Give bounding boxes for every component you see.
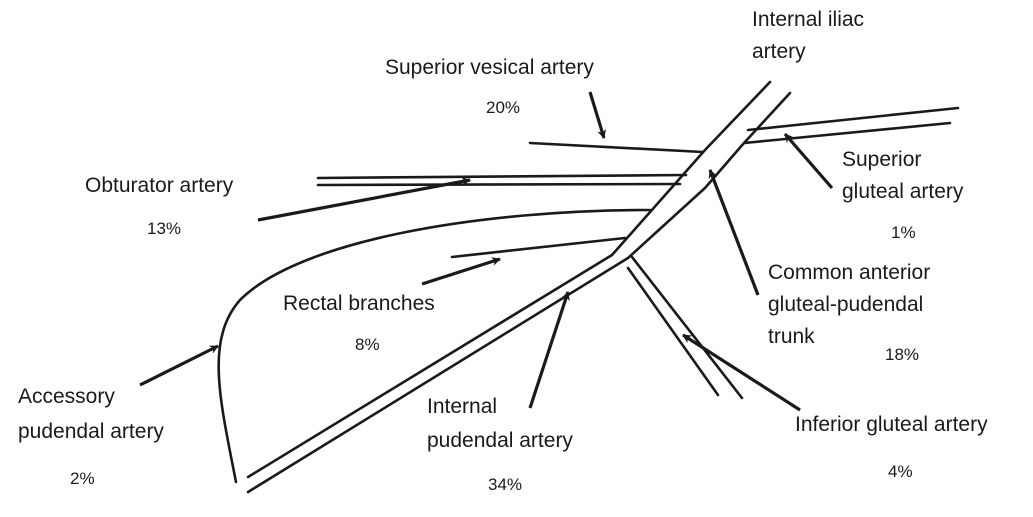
inferior-gluteal-artery xyxy=(626,266,720,397)
obturator-artery-lower-wall xyxy=(316,182,682,187)
inferior-gluteal-label: Inferior gluteal artery xyxy=(795,413,988,436)
obturator-arrow xyxy=(257,177,471,222)
inferior-gluteal-arrow xyxy=(682,333,801,412)
rectal-branches-label: Rectal branches xyxy=(283,292,435,315)
superior-gluteal-label-line1: Superior xyxy=(842,148,922,171)
inferior-gluteal-artery-right-wall xyxy=(630,255,744,400)
common-trunk-arrow xyxy=(708,169,760,296)
obturator-label: Obturator artery xyxy=(85,174,234,197)
accessory-pudendal-percent: 2% xyxy=(70,469,95,488)
superior-gluteal-percent: 1% xyxy=(891,223,916,242)
superior-gluteal-artery xyxy=(746,106,960,132)
inferior-gluteal-percent: 4% xyxy=(888,462,913,481)
accessory-pudendal-label-line1: Accessory xyxy=(18,385,115,408)
internal-pudendal-arrow xyxy=(528,291,570,409)
rectal-arrow xyxy=(421,257,501,286)
common-trunk-label-line3: trunk xyxy=(768,325,815,348)
internal-pudendal-label-line2: pudendal artery xyxy=(427,429,573,452)
rectal-branches-percent: 8% xyxy=(355,335,380,354)
accessory-pudendal-arrow xyxy=(139,344,219,387)
accessory-pudendal-artery xyxy=(217,208,652,484)
internal-iliac-artery-inner-wall xyxy=(246,91,792,494)
superior-vesical-label: Superior vesical artery xyxy=(385,56,594,79)
superior-vesical-arrow xyxy=(588,91,606,139)
accessory-pudendal-label-line2: pudendal artery xyxy=(18,420,164,443)
obturator-artery xyxy=(316,173,688,180)
internal-iliac-label-line1: Internal iliac xyxy=(752,8,865,31)
common-trunk-label-line1: Common anterior xyxy=(768,261,931,284)
internal-iliac-label-line2: artery xyxy=(752,40,806,63)
superior-gluteal-artery-lower-wall xyxy=(742,121,952,145)
internal-pudendal-label-line1: Internal xyxy=(427,395,498,418)
superior-vesical-artery xyxy=(528,141,705,154)
obturator-percent: 13% xyxy=(147,219,182,238)
common-trunk-percent: 18% xyxy=(885,345,920,364)
internal-iliac-artery xyxy=(246,80,772,479)
common-trunk-label-line2: gluteal-pudendal xyxy=(768,293,924,316)
superior-gluteal-label-line2: gluteal artery xyxy=(842,180,964,203)
internal-pudendal-percent: 34% xyxy=(488,475,523,494)
rectal-branches xyxy=(450,236,627,259)
superior-vesical-percent: 20% xyxy=(486,98,521,117)
superior-gluteal-arrow xyxy=(783,132,834,190)
